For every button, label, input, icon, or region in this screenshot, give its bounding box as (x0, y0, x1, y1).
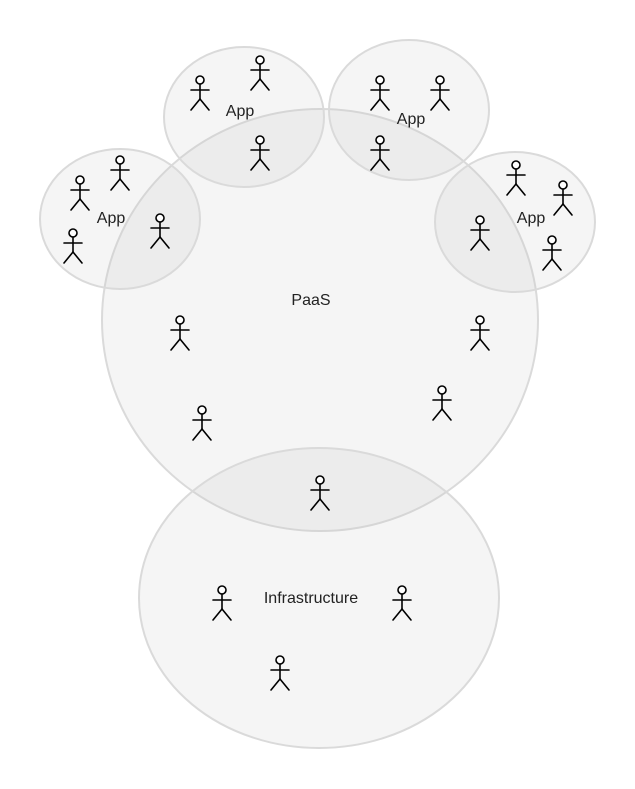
user-stick-figure-icon (370, 135, 390, 171)
paas-zone (101, 108, 539, 532)
app-label-top-right: App (397, 111, 426, 128)
user-stick-figure-icon (370, 75, 390, 111)
user-stick-figure-icon (150, 213, 170, 249)
user-stick-figure-icon (392, 585, 412, 621)
user-stick-figure-icon (430, 75, 450, 111)
app-label-left: App (97, 210, 126, 227)
user-stick-figure-icon (470, 215, 490, 251)
user-stick-figure-icon (250, 55, 270, 91)
user-stick-figure-icon (470, 315, 490, 351)
paas-label: PaaS (291, 292, 330, 309)
user-stick-figure-icon (170, 315, 190, 351)
user-stick-figure-icon (190, 75, 210, 111)
user-stick-figure-icon (110, 155, 130, 191)
user-stick-figure-icon (432, 385, 452, 421)
infrastructure-label: Infrastructure (264, 590, 358, 607)
user-icons (63, 55, 573, 691)
user-stick-figure-icon (542, 235, 562, 271)
user-stick-figure-icon (553, 180, 573, 216)
app-zone-right (434, 151, 596, 293)
user-stick-figure-icon (506, 160, 526, 196)
user-stick-figure-icon (270, 655, 290, 691)
user-stick-figure-icon (250, 135, 270, 171)
user-stick-figure-icon (192, 405, 212, 441)
app-zone-top-right (328, 39, 490, 181)
user-stick-figure-icon (70, 175, 90, 211)
user-stick-figure-icon (310, 475, 330, 511)
app-label-right: App (517, 210, 546, 227)
infrastructure-zone (138, 447, 500, 749)
user-stick-figure-icon (212, 585, 232, 621)
user-stick-figure-icon (63, 228, 83, 264)
app-label-top-left: App (226, 103, 255, 120)
